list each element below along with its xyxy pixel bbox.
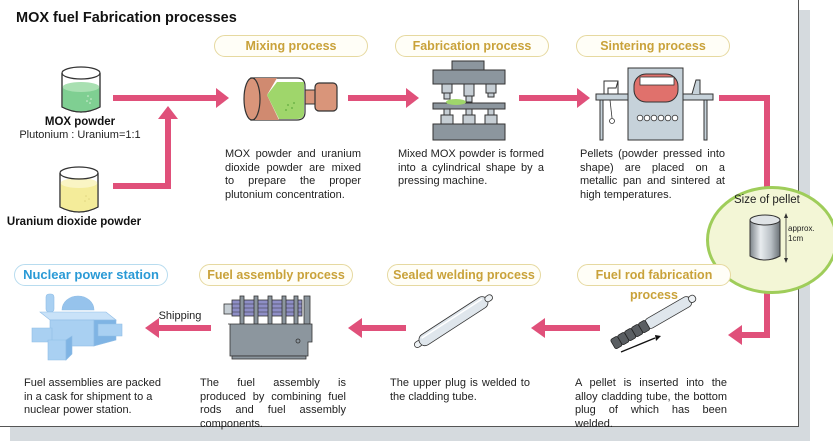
mixing-process-description: MOX powder and uranium dioxide powder ar… xyxy=(225,148,361,201)
arrow-head xyxy=(577,88,590,108)
arrow-head xyxy=(216,88,229,108)
sealed-fuel-rod-icon xyxy=(413,294,493,348)
pellet-size-value: approx. 1cm xyxy=(788,224,815,244)
sealed-welding-process-label: Sealed welding process xyxy=(387,264,541,286)
fuel-rod-fabrication-label: Fuel rod fabrication process xyxy=(577,264,731,302)
sintering-furnace-icon xyxy=(595,67,714,141)
arrow-sintering-right xyxy=(719,95,770,101)
sintering-process-description: Pellets (powder pressed into shape) are … xyxy=(580,148,725,201)
arrow-head xyxy=(348,318,362,338)
fuel-rod-insertion-icon xyxy=(610,294,697,353)
mixer-icon xyxy=(243,77,338,121)
arrow-welding-to-assembly xyxy=(360,325,406,331)
power-station-icon xyxy=(31,293,123,361)
mixing-process-label: Mixing process xyxy=(214,35,368,57)
mox-ratio-label: Plutonium : Uranium=1:1 xyxy=(19,129,141,141)
uranium-beaker-icon xyxy=(59,166,99,213)
power-station-description: Fuel assemblies are packed in a cask for… xyxy=(24,377,161,417)
mox-beaker-icon xyxy=(61,66,101,113)
arrow-head xyxy=(406,88,419,108)
arrow-fabrication-to-sintering xyxy=(519,95,579,101)
pellet-cylinder-icon xyxy=(749,213,788,263)
nuclear-power-station-label: Nuclear power station xyxy=(14,264,168,286)
uranium-powder-label: Uranium dioxide powder xyxy=(6,216,142,228)
fabrication-process-description: Mixed MOX powder is formed into a cylind… xyxy=(398,148,544,188)
sintering-process-label: Sintering process xyxy=(576,35,730,57)
shipping-label: Shipping xyxy=(158,310,202,322)
arrow-head xyxy=(531,318,545,338)
arrow-mixing-to-fabrication xyxy=(348,95,408,101)
pellet-size-line1: approx. xyxy=(788,224,815,233)
fabrication-process-label: Fabrication process xyxy=(395,35,549,57)
pellet-size-title: Size of pellet xyxy=(734,194,800,206)
fuel-assembly-icon xyxy=(223,295,313,360)
diagram-title: MOX fuel Fabrication processes xyxy=(16,10,237,26)
arrow-fuelrod-to-welding xyxy=(543,325,600,331)
arrow-to-fuel-rod xyxy=(740,332,770,338)
arrow-head xyxy=(145,318,159,338)
arrow-head xyxy=(158,106,178,119)
arrow-mox-to-mixing xyxy=(113,95,218,101)
fuel-assembly-description: The fuel assembly is produced by combini… xyxy=(200,377,346,430)
arrow-head xyxy=(728,325,742,345)
arrow-uranium-vertical xyxy=(165,118,171,189)
sealed-welding-description: The upper plug is welded to the cladding… xyxy=(390,377,530,403)
mox-powder-label: MOX powder xyxy=(44,116,116,128)
fuel-assembly-process-label: Fuel assembly process xyxy=(199,264,353,286)
pellet-size-line2: 1cm xyxy=(788,234,804,243)
arrow-assembly-to-station xyxy=(157,325,211,331)
press-machine-icon xyxy=(432,60,506,141)
fuel-rod-fabrication-description: A pellet is inserted into the alloy clad… xyxy=(575,377,727,430)
arrow-uranium-horizontal xyxy=(113,183,171,189)
